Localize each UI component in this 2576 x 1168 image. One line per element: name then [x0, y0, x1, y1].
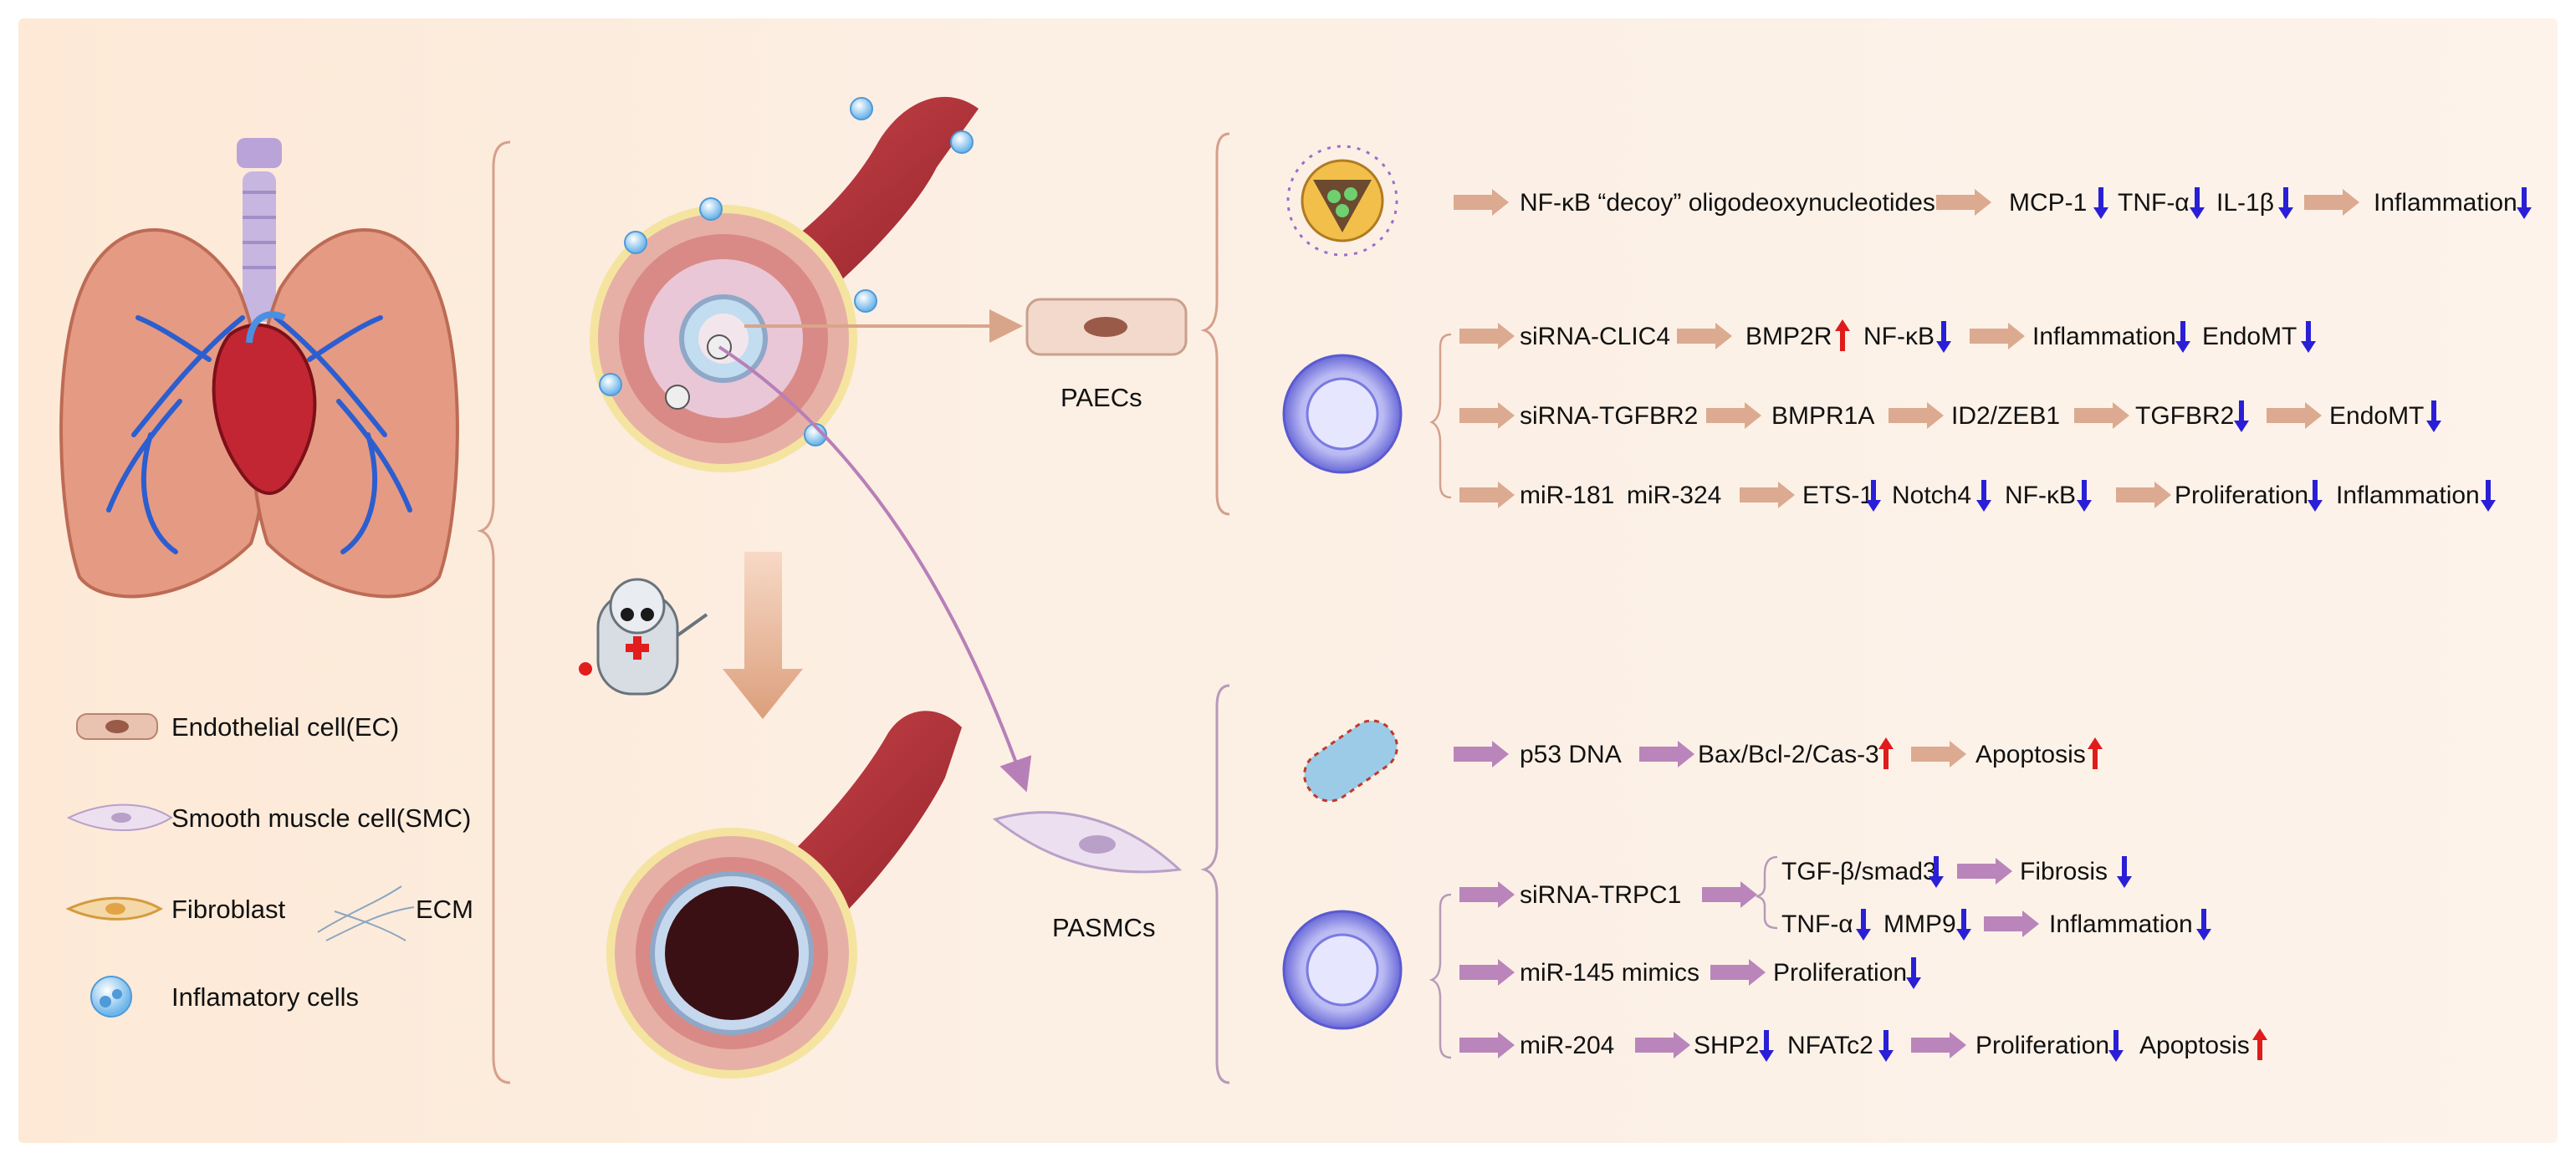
pasmc-r2-mmp9: MMP9	[1883, 910, 1956, 938]
pasmc-r1-apoptosis: Apoptosis	[1975, 741, 2086, 768]
decoy-nanoparticle-icon	[1286, 145, 1398, 257]
down-arrow-icon	[1759, 1030, 1774, 1062]
paec-r4-proliferation: Proliferation	[2175, 482, 2308, 509]
fibroblast-icon	[65, 896, 164, 921]
paec-r4-ets1: ETS-1	[1802, 482, 1873, 509]
down-arrow-icon	[2308, 480, 2323, 512]
ecm-icon	[317, 885, 415, 941]
pasmc-sub-bracket	[1429, 893, 1452, 1059]
paec-r4-inflammation: Inflammation	[2336, 482, 2480, 509]
down-arrow-icon	[2196, 909, 2211, 941]
pasmc-bracket	[1200, 684, 1230, 1084]
up-arrow-icon	[1878, 737, 1894, 769]
paec-cell-icon	[1025, 298, 1188, 356]
pasmc-cell-icon	[992, 811, 1183, 874]
paec-r3-endomt: EndoMT	[2329, 402, 2424, 430]
legend-smooth-muscle: Smooth muscle cell(SMC)	[171, 803, 471, 833]
paec-r1-il1b: IL-1β	[2216, 189, 2274, 217]
paec-r2-siclic4: siRNA-CLIC4	[1520, 323, 1670, 350]
pasmc-r4-mir204: miR-204	[1520, 1032, 1614, 1059]
paec-r1-tnfa: TNF-α	[2118, 189, 2190, 217]
paec-r4-mir181: miR-181	[1520, 482, 1614, 509]
paec-r3-sitgfbr2: siRNA-TGFBR2	[1520, 402, 1698, 430]
treated-vessel-illustration	[606, 711, 962, 1079]
paec-r1-decoy: NF-κB “decoy” oligodeoxynucleotides	[1520, 189, 1935, 217]
trpc1-branch-bracket	[1756, 855, 1778, 930]
treatment-arrow	[723, 552, 803, 719]
paec-r2-inflammation: Inflammation	[2032, 323, 2176, 350]
liposome-icon-pasmc	[1282, 910, 1403, 1030]
paec-r3-bmpr1a: BMPR1A	[1771, 402, 1874, 430]
pasmc-r2-tnfa: TNF-α	[1781, 910, 1853, 938]
pasmc-r2-sitrpc1: siRNA-TRPC1	[1520, 881, 1681, 909]
paec-r4-notch4: Notch4	[1892, 482, 1971, 509]
paec-r1-mcp1: MCP-1	[2009, 189, 2087, 217]
paec-r4-mir324: miR-324	[1627, 482, 1721, 509]
up-arrow-icon	[1835, 319, 1850, 351]
pasmc-r4-proliferation: Proliferation	[1975, 1032, 2109, 1059]
legend: Endothelial cell(EC) Smooth muscle cell(…	[65, 712, 473, 1018]
down-arrow-icon	[2426, 400, 2441, 432]
pasmc-r1-p53: p53 DNA	[1520, 741, 1622, 768]
legend-endothelial: Endothelial cell(EC)	[171, 712, 399, 742]
paecs-label: PAECs	[1061, 383, 1142, 412]
down-arrow-icon	[1936, 321, 1951, 353]
pasmc-r4-nfatc2: NFATc2	[1787, 1032, 1873, 1059]
down-arrow-icon	[2093, 187, 2108, 219]
down-arrow-icon	[1856, 909, 1871, 941]
down-arrow-icon	[2175, 321, 2190, 353]
down-arrow-icon	[2117, 856, 2132, 888]
pasmc-r3-mir145: miR-145 mimics	[1520, 959, 1699, 987]
lung-heart-illustration	[59, 138, 459, 599]
down-arrow-icon	[1878, 1030, 1894, 1062]
down-arrow-icon	[2108, 1030, 2124, 1062]
up-arrow-icon	[2252, 1028, 2267, 1060]
main-bracket	[477, 140, 511, 1084]
inflammatory-cell-icon	[90, 976, 132, 1018]
legend-ecm: ECM	[416, 895, 473, 924]
pasmc-r3-proliferation: Proliferation	[1773, 959, 1907, 987]
legend-fibroblast: Fibroblast	[171, 895, 285, 924]
nanorobot-icon	[579, 578, 708, 696]
down-arrow-icon	[2301, 321, 2316, 353]
pasmc-r2-inflammation: Inflammation	[2049, 910, 2193, 938]
down-arrow-icon	[2190, 187, 2205, 219]
endothelial-cell-icon	[76, 713, 158, 740]
pasmc-r4-apoptosis: Apoptosis	[2139, 1032, 2250, 1059]
down-arrow-icon	[2278, 187, 2293, 219]
liposome-icon-paec	[1282, 354, 1403, 474]
paec-r3-tgfbr2: TGFBR2	[2135, 402, 2234, 430]
down-arrow-icon	[1976, 480, 1991, 512]
diseased-vessel-illustration	[590, 96, 979, 472]
legend-inflammatory: Inflamatory cells	[171, 982, 359, 1012]
down-arrow-icon	[2517, 187, 2532, 219]
down-arrow-icon	[2077, 480, 2092, 512]
down-arrow-icon	[2234, 400, 2249, 432]
up-arrow-icon	[2088, 737, 2103, 769]
pasmc-r1-bax: Bax/Bcl-2/Cas-3	[1698, 741, 1879, 768]
nanorod-icon	[1303, 719, 1398, 803]
pasmcs-label: PASMCs	[1052, 913, 1155, 942]
paec-r3-id2zeb1: ID2/ZEB1	[1951, 402, 2060, 430]
paec-bracket	[1200, 132, 1230, 516]
paec-r2-endomt: EndoMT	[2202, 323, 2297, 350]
paec-sub-bracket	[1429, 333, 1452, 499]
down-arrow-icon	[1956, 909, 1971, 941]
down-arrow-icon	[2481, 480, 2496, 512]
paec-r4-nfkb: NF-κB	[2005, 482, 2076, 509]
paec-r2-bmp2r: BMP2R	[1745, 323, 1832, 350]
down-arrow-icon	[1906, 957, 1921, 989]
pasmc-r4-shp2: SHP2	[1694, 1032, 1759, 1059]
arrow-to-pasmcs	[718, 345, 1032, 793]
paec-r1-inflammation: Inflammation	[2374, 189, 2517, 217]
smooth-muscle-cell-icon	[66, 803, 173, 831]
paec-r2-nfkb: NF-κB	[1863, 323, 1935, 350]
pasmc-r2-fibrosis: Fibrosis	[2020, 858, 2108, 885]
pasmc-r2-tgfb: TGF-β/smad3	[1781, 858, 1937, 885]
